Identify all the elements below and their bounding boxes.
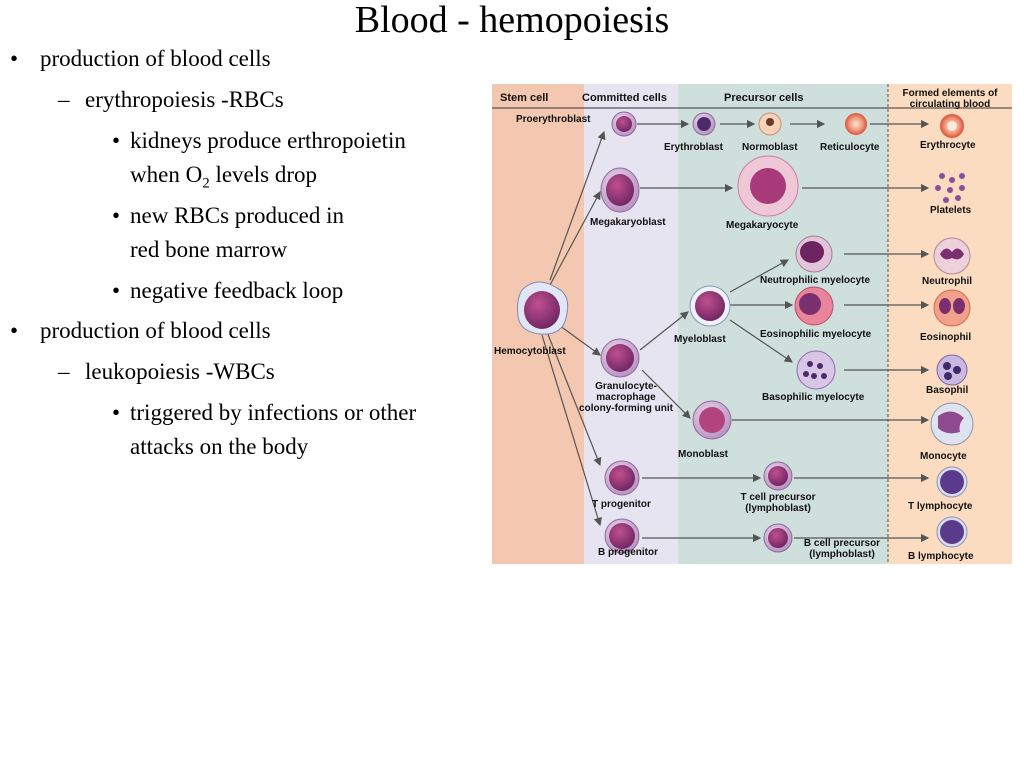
label-normoblast: Normoblast [742, 142, 798, 153]
cell-granulocyte-macrophage-cfu [600, 338, 640, 378]
label-eosinophil: Eosinophil [920, 332, 971, 343]
bullet-marker: – [58, 359, 70, 384]
bullet-text: erythropoiesis -RBCs [85, 87, 284, 112]
label-b-precursor-1: B cell precursor [804, 538, 880, 549]
bullet-text: new RBCs produced in [130, 203, 345, 228]
cell-proerythroblast [611, 111, 637, 137]
cell-eosinophilic-myelocyte [794, 286, 834, 326]
bullet-marker: • [112, 128, 121, 153]
col-formed-label-2: circulating blood [910, 99, 991, 110]
label-b-precursor-2: (lymphoblast) [809, 549, 875, 560]
label-megakaryoblast: Megakaryoblast [590, 217, 666, 228]
cell-myeloblast [689, 285, 731, 327]
label-hemocytoblast: Hemocytoblast [494, 346, 566, 357]
label-gm-cfu-2: macrophage [596, 392, 656, 403]
cell-basophil [936, 354, 968, 386]
cell-hemocytoblast [517, 281, 569, 335]
label-basophilic-myelocyte: Basophilic myelocyte [762, 392, 865, 403]
cell-erythroblast [692, 112, 716, 136]
bullet-text-line2: red bone marrow [130, 237, 288, 262]
label-neutrophilic-myelocyte: Neutrophilic myelocyte [760, 275, 870, 286]
bullet-marker: • [10, 318, 19, 343]
bullet-marker: • [10, 46, 19, 71]
bullet-marker: • [112, 400, 121, 425]
label-erythroblast: Erythroblast [664, 142, 724, 153]
cell-platelets [935, 173, 965, 203]
cell-b-progenitor [604, 518, 640, 554]
label-gm-cfu-3: colony-forming unit [579, 403, 674, 414]
bullet-text: triggered by infections or other [130, 400, 417, 425]
col-committed-label: Committed cells [582, 92, 667, 104]
cell-eosinophil [933, 289, 971, 327]
bullet-marker: • [112, 278, 121, 303]
cell-normoblast [758, 112, 782, 136]
cell-t-precursor [763, 461, 793, 491]
label-monoblast: Monoblast [678, 449, 729, 460]
col-precursor-label: Precursor cells [724, 92, 804, 104]
cell-neutrophilic-myelocyte [795, 235, 833, 273]
label-t-progenitor: T progenitor [592, 499, 651, 510]
cell-monoblast [692, 400, 732, 440]
bullet-text: leukopoiesis -WBCs [85, 359, 275, 384]
label-myeloblast: Myeloblast [674, 334, 726, 345]
bullet-text: negative feedback loop [130, 278, 344, 303]
cell-megakaryocyte [737, 155, 799, 217]
label-eosinophilic-myelocyte: Eosinophilic myelocyte [760, 329, 872, 340]
bullet-text: production of blood cells [40, 46, 271, 71]
cell-monocyte [930, 402, 974, 446]
lineage-arrows [541, 119, 930, 543]
bullet-text-line2: attacks on the body [130, 434, 309, 459]
cell-t-lymphocyte [936, 466, 968, 498]
label-gm-cfu-1: Granulocyte- [595, 381, 657, 392]
bullet-text-line2: when O2 levels drop [130, 162, 317, 192]
label-megakaryocyte: Megakaryocyte [726, 220, 799, 231]
label-reticulocyte: Reticulocyte [820, 142, 880, 153]
bullet-marker: • [112, 203, 121, 228]
label-basophil: Basophil [926, 385, 968, 396]
bullet-text: production of blood cells [40, 318, 271, 343]
bullet-marker: – [58, 87, 70, 112]
label-b-lymphocyte: B lymphocyte [908, 551, 974, 562]
bullet-text: kidneys produce erthropoietin [130, 128, 406, 153]
cell-reticulocyte [845, 113, 867, 135]
label-t-lymphocyte: T lymphocyte [908, 501, 973, 512]
label-platelets: Platelets [930, 205, 972, 216]
label-neutrophil: Neutrophil [922, 276, 972, 287]
col-formed-label-1: Formed elements of [902, 88, 998, 99]
cell-erythrocyte [940, 114, 964, 138]
label-proerythroblast: Proerythroblast [516, 114, 591, 125]
label-t-precursor-1: T cell precursor [740, 492, 815, 503]
hemopoiesis-diagram: Stem cell Committed cells Precursor cell… [492, 84, 1012, 564]
label-erythrocyte: Erythrocyte [920, 140, 976, 151]
label-t-precursor-2: (lymphoblast) [745, 503, 811, 514]
cell-megakaryoblast [600, 167, 640, 213]
cell-b-precursor [763, 523, 793, 553]
slide-title: Blood - hemopoiesis [354, 0, 670, 41]
cell-basophilic-myelocyte [796, 350, 836, 390]
label-b-progenitor: B progenitor [598, 547, 658, 558]
col-stem-label: Stem cell [500, 92, 548, 104]
cell-b-lymphocyte [936, 516, 968, 548]
label-monocyte: Monocyte [920, 451, 967, 462]
cell-neutrophil [933, 237, 971, 275]
cell-t-progenitor [604, 460, 640, 496]
